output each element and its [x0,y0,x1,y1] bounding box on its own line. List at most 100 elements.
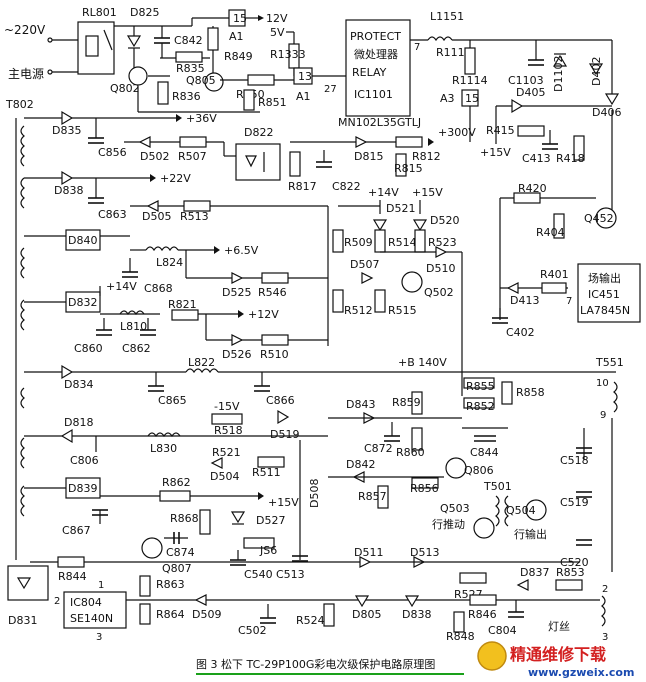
r511-label: R511 [252,466,281,479]
vb140-label: +B 140V [398,356,447,369]
c804-label: C804 [488,624,517,637]
ic451-name: IC451 [588,288,620,301]
l1151-coil [427,36,453,42]
c402-label: C402 [506,326,535,339]
d508-label: D508 [308,479,321,508]
q503-function: 行推动 [432,517,465,531]
c513-label: C513 [276,568,305,581]
d521-label: D521 [386,202,415,215]
pin13-label: 13 [298,70,312,83]
d822-optocoupler [235,143,281,181]
d405-label: D405 [516,86,545,99]
d502-label: D502 [140,150,169,163]
q452-label: Q452 [584,212,614,225]
d825-label: D825 [130,6,159,19]
ic804-pin3: 3 [96,632,102,643]
q807-label: Q807 [162,562,192,575]
v14a-label: +14V [368,186,399,199]
pin15b-label: 15 [465,92,479,105]
r509-label: R509 [344,236,373,249]
q502-label: Q502 [424,286,454,299]
r1110-label: R1110 [436,46,472,59]
ic804-part: SE140N [70,612,113,625]
d1102-label: D1102 [552,56,565,92]
c866-label: C866 [266,394,295,407]
d510-label: D510 [426,262,455,275]
d839-row: D839 R862 +15V C867 R868 D527 C874 JS6 Q… [24,476,308,581]
d840-label: D840 [68,234,97,247]
a1a-label: A1 [229,30,244,43]
q502-transistor [401,271,423,293]
r513-label: R513 [180,210,209,223]
a3-label: A3 [440,92,455,105]
r521-label: R521 [212,446,241,459]
d525-label: D525 [222,286,251,299]
d842-label: D842 [346,458,375,471]
d831-label: D831 [8,614,37,627]
r507-label: R507 [178,150,207,163]
c860-label: C860 [74,342,103,355]
d526-label: D526 [222,348,251,361]
q805-transistor [204,72,224,92]
r518-label: R518 [214,424,243,437]
r853-label: R853 [556,566,585,579]
t551-label: T551 [595,356,624,369]
r851-label: R851 [258,96,287,109]
pin15a-label: 15 [233,12,247,25]
ic1101-relay: RELAY [352,66,387,79]
d504-label: D504 [210,470,239,483]
watermark-text: 精通维修下载 [510,645,606,664]
r1114-label: R1114 [452,74,488,87]
r510-label: R510 [260,348,289,361]
l830-label: L830 [150,442,177,455]
r524-label: R524 [296,614,325,627]
r821-label: R821 [168,298,197,311]
v5-label: 5V [270,26,285,39]
v15a-label: +15V [412,186,443,199]
c540-label: C540 [244,568,273,581]
r401-label: R401 [540,268,569,281]
ic451-block: D413 R401 7 场输出 IC451 LA7845N C402 [492,263,641,339]
q504-transistor [525,499,547,521]
d839-label: D839 [68,482,97,495]
q806-section: D843 R859 C872 R860 C844 D842 Q806 R857 … [328,391,613,572]
r858-label: R858 [516,386,545,399]
d837-label: D837 [520,566,549,579]
r420-label: R420 [518,182,547,195]
t501-label: T501 [483,480,512,493]
a3-d405-section: A3 15 D405 R415 +15V C413 R418 R420 Q452… [440,86,617,320]
d505-label: D505 [142,210,171,223]
c413-label: C413 [522,152,551,165]
t802-label: T802 [5,98,34,111]
figure-caption: 图 3 松下 TC-29P100G彩电次级保护电路原理图 [196,657,464,675]
d834-label: D834 [64,378,93,391]
ic451-func: 场输出 [588,271,621,285]
d511-label: D511 [354,546,383,559]
r817-label: R817 [288,180,317,193]
ic1101-protect: PROTECT [350,30,401,43]
r844-label: R844 [58,570,87,583]
r857-label: R857 [358,490,387,503]
ic1101-name: IC1101 [354,88,393,101]
site-watermark: 精通维修下载 www.gzweix.com [477,641,634,679]
q504-function: 行输出 [514,527,547,541]
c844-label: C844 [470,446,499,459]
v14b-label: +14V [106,280,137,293]
d406-label: D406 [592,106,621,119]
pin3-label: 3 [602,632,608,643]
l810-label: L810 [120,320,147,333]
r860-label: R860 [396,446,425,459]
relay-label: RL801 [82,6,117,19]
d402-label: D402 [590,57,603,86]
c863-label: C863 [98,208,127,221]
d509-label: D509 [192,608,221,621]
ic804-pin1: 1 [98,580,104,591]
ac-input-label: ~220V [4,23,46,37]
d838b-label: D838 [402,608,431,621]
c872-label: C872 [364,442,393,455]
d513-label: D513 [410,546,439,559]
c868-label: C868 [144,282,173,295]
r418-label: R418 [556,152,585,165]
l824-label: L824 [156,256,183,269]
